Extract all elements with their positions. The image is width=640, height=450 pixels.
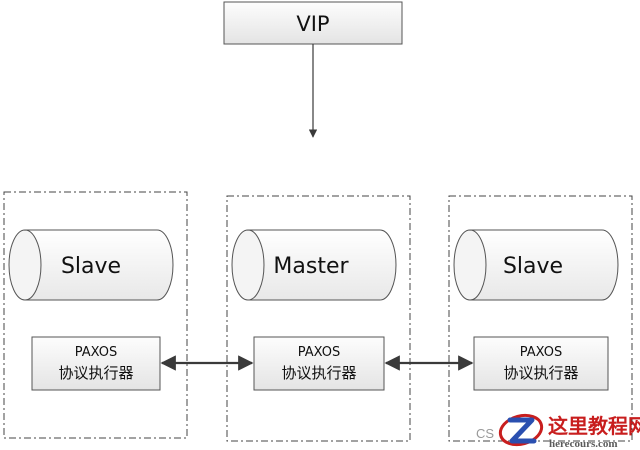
node-group-right: Slave PAXOS 协议执行器	[448, 195, 633, 442]
node-group-center: Master PAXOS 协议执行器	[226, 195, 411, 442]
paxos-executor-box: PAXOS 协议执行器	[473, 336, 609, 391]
database-cylinder: Slave	[453, 229, 619, 301]
paxos-executor-box: PAXOS 协议执行器	[31, 336, 161, 391]
paxos-label: PAXOS	[298, 345, 340, 360]
vip-node: VIP	[223, 1, 403, 45]
database-cylinder: Master	[231, 229, 397, 301]
node-dashed-frame	[448, 195, 633, 442]
watermark-site-name: 这里教程网	[548, 414, 640, 438]
database-label: Master	[273, 254, 349, 279]
watermark-logo-icon	[498, 413, 544, 447]
database-label: Slave	[61, 254, 121, 279]
paxos-executor-label: 协议执行器	[58, 364, 133, 382]
database-label: Slave	[503, 254, 563, 279]
database-cylinder: Slave	[8, 229, 174, 301]
paxos-label: PAXOS	[520, 345, 562, 360]
paxos-executor-box: PAXOS 协议执行器	[253, 336, 385, 391]
vip-label: VIP	[296, 12, 329, 36]
watermark: CS 这里教程网 herecours.com	[476, 413, 640, 450]
watermark-prefix: CS	[476, 426, 494, 441]
node-group-left: Slave PAXOS 协议执行器	[3, 191, 188, 439]
watermark-site-url: herecours.com	[549, 438, 618, 450]
paxos-executor-label: 协议执行器	[281, 364, 356, 382]
paxos-executor-label: 协议执行器	[503, 364, 578, 382]
node-dashed-frame	[3, 191, 188, 439]
paxos-label: PAXOS	[75, 345, 117, 360]
node-dashed-frame	[226, 195, 411, 442]
